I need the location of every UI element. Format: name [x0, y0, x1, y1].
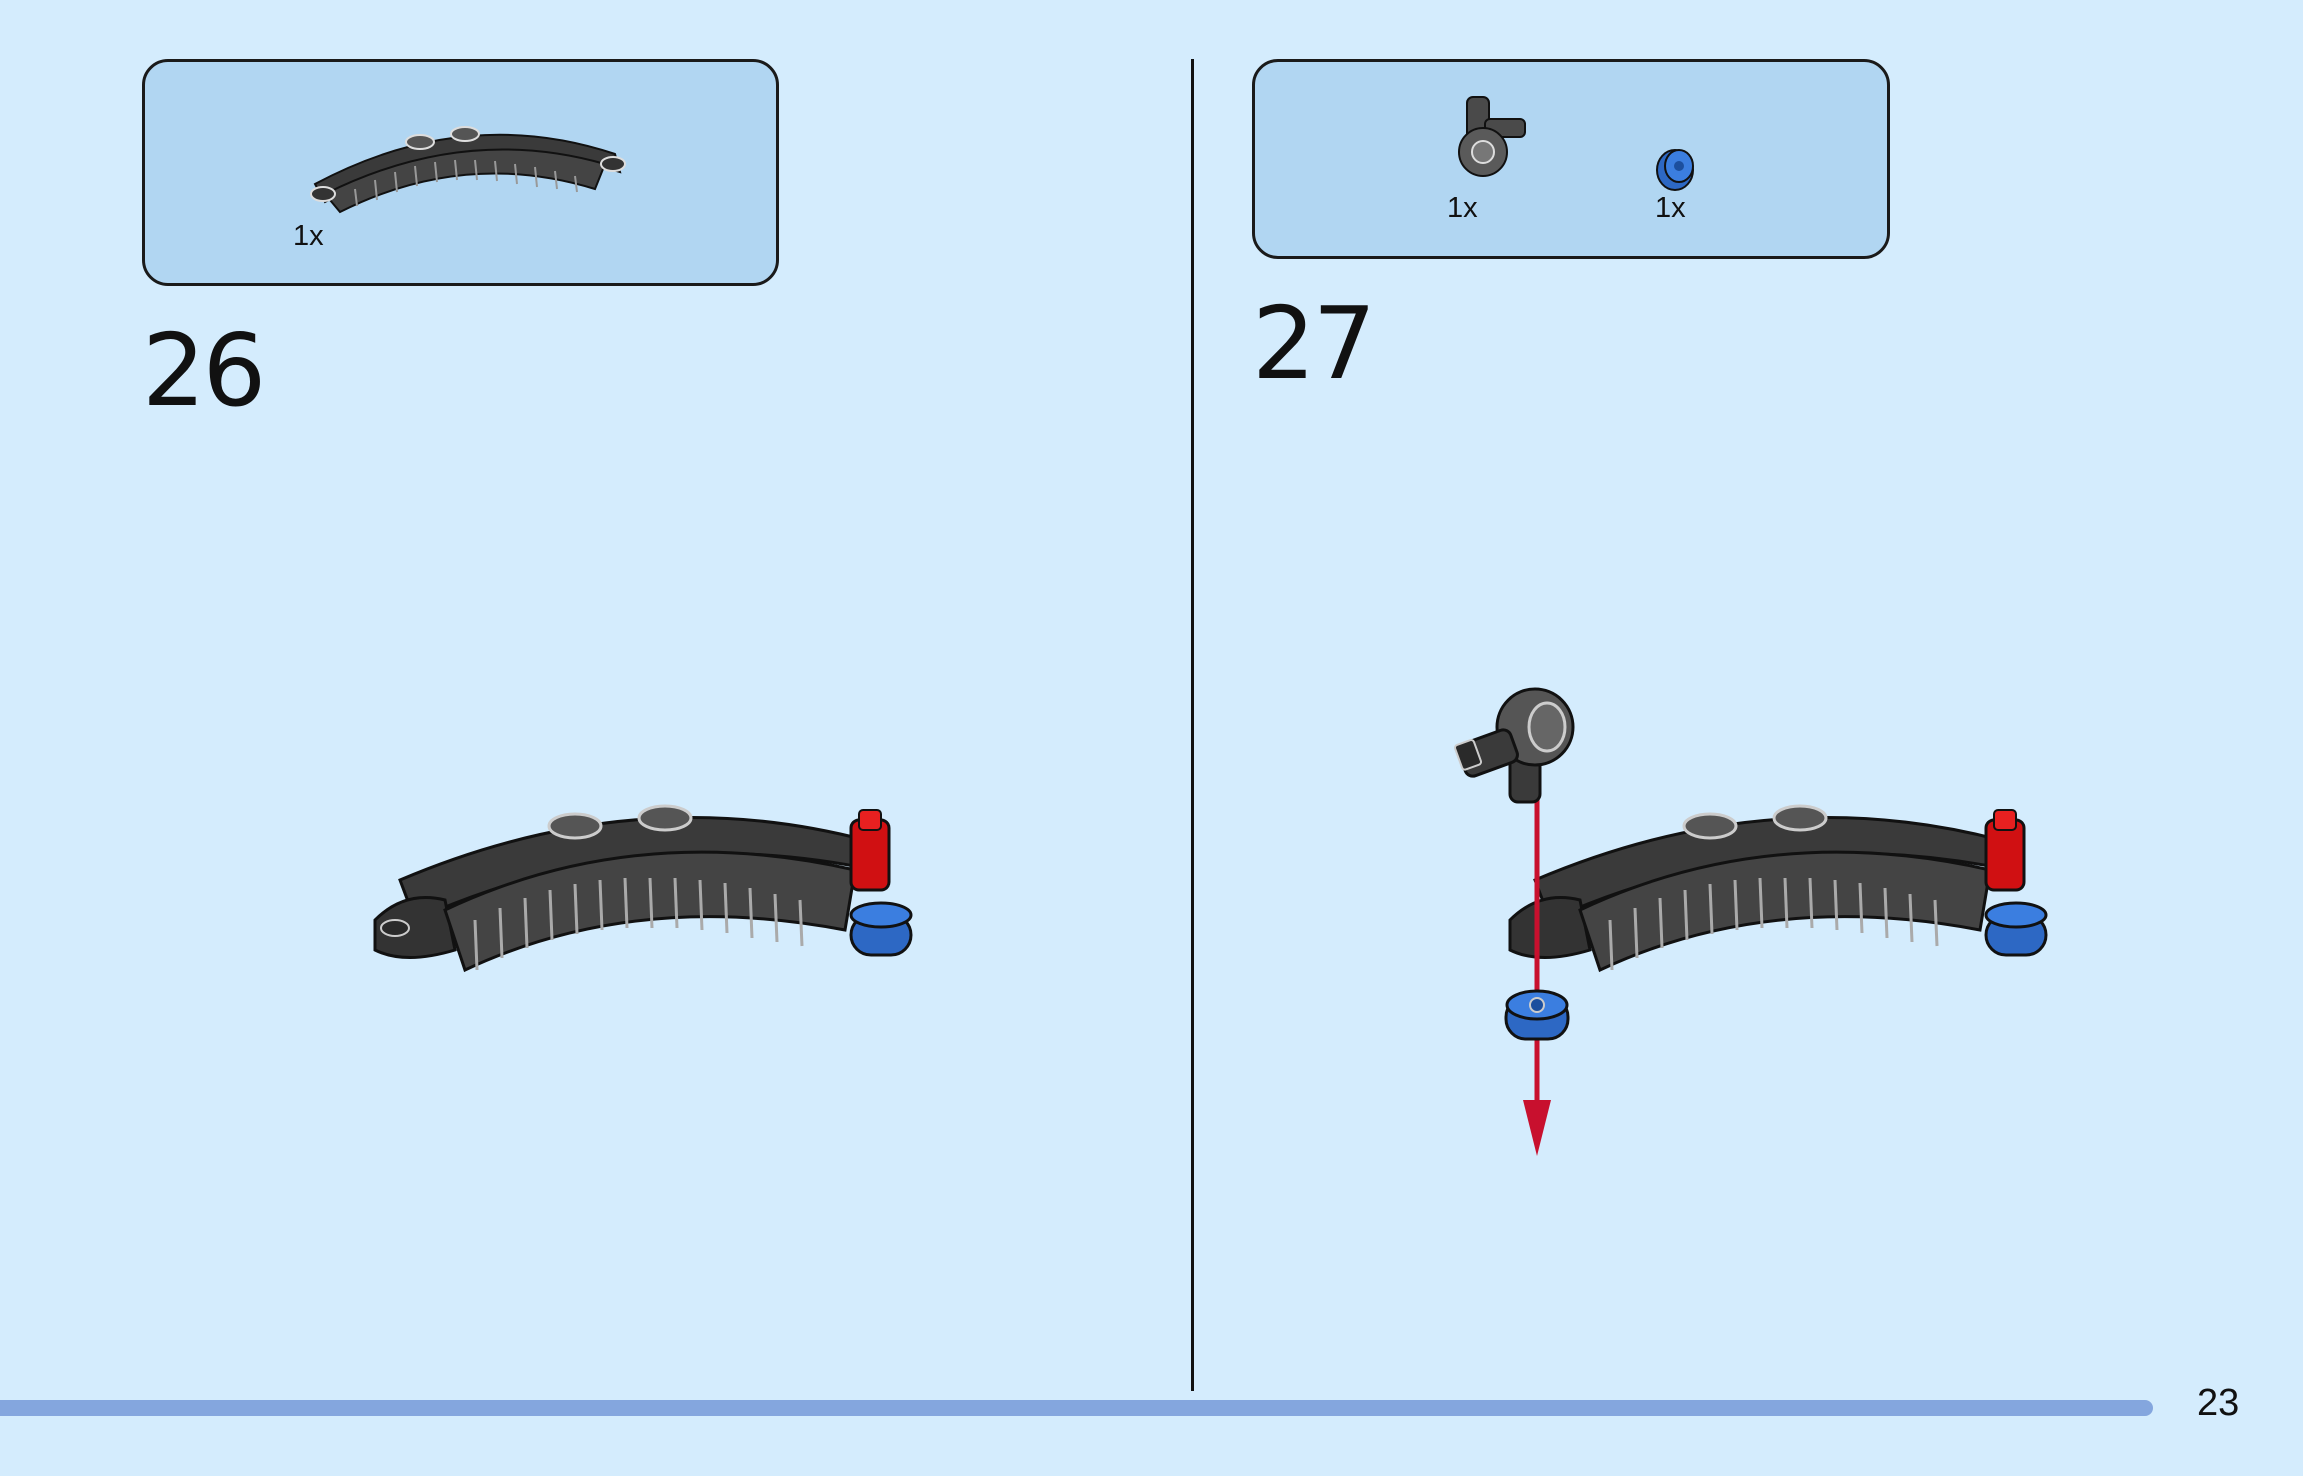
step-26-assembly-illustration — [373, 804, 913, 973]
axle-connector-icon — [1458, 96, 1526, 177]
axle-connector-exploded — [1454, 687, 1575, 804]
bush-icon — [1656, 149, 1694, 191]
part-quantity: 1x — [1447, 192, 1478, 224]
part-quantity: 1x — [293, 220, 324, 252]
page-number: 23 — [2197, 1382, 2240, 1424]
insertion-arrow — [1523, 790, 1551, 1156]
step-27-assembly-illustration — [1508, 804, 2048, 973]
parts-callout-step-26: 1x — [142, 59, 779, 286]
curved-gear-rack-icon — [310, 126, 626, 214]
bush-exploded — [1504, 989, 1570, 1041]
step-number: 27 — [1252, 285, 1376, 402]
step-number: 26 — [142, 312, 266, 429]
progress-bar — [0, 1400, 2153, 1416]
page-divider — [1191, 59, 1194, 1391]
part-quantity: 1x — [1655, 192, 1686, 224]
parts-callout-step-27: 1x 1x — [1252, 59, 1890, 259]
